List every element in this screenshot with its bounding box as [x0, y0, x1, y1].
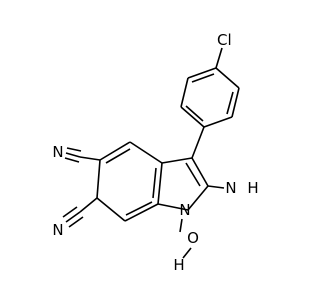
bond [226, 91, 234, 115]
bond [64, 157, 80, 163]
chlorophenyl-ring [180, 67, 240, 128]
bond [180, 106, 205, 128]
bond [96, 159, 101, 199]
bond [96, 197, 126, 222]
bond [180, 77, 189, 108]
bond [191, 157, 209, 187]
bond [182, 247, 192, 259]
bond [161, 157, 193, 164]
bond [185, 162, 201, 187]
amine-hydrogen-label: H [247, 179, 258, 197]
bond [79, 156, 101, 161]
bond [191, 73, 215, 83]
bond [99, 141, 131, 161]
benzo-ring [96, 141, 163, 222]
hydroxyl-hydrogen-label: H [173, 256, 184, 274]
chlorine-label: Cl [217, 31, 232, 49]
bond [62, 206, 78, 218]
bond [207, 185, 225, 189]
bond [124, 203, 159, 222]
bond [185, 105, 204, 122]
hydroxyl-oxygen-label: O [187, 229, 199, 247]
nitrile-nitrogen-bottom-label: N [52, 221, 63, 239]
bond [79, 197, 98, 213]
bond [65, 211, 81, 223]
bond [65, 152, 81, 158]
ring-nitrogen-label: N [179, 201, 190, 219]
bond [125, 201, 153, 216]
nitrile-nitrogen-top-label: N [52, 143, 63, 161]
molecule-diagram: Cl N H N O H N N [52, 31, 258, 274]
bond [105, 148, 131, 164]
bond [215, 67, 240, 89]
bond [187, 185, 209, 211]
bond [179, 218, 183, 233]
bond [231, 87, 240, 118]
bond [152, 167, 157, 199]
bond [191, 126, 205, 159]
bond [187, 67, 217, 79]
bond [129, 141, 163, 164]
bond [215, 47, 223, 69]
bond [157, 162, 163, 205]
bond [157, 203, 189, 211]
amine-nitrogen-label: N [225, 179, 236, 197]
structure-canvas: Cl N H N O H N N [52, 31, 259, 274]
bond [66, 147, 82, 152]
bond [203, 116, 233, 128]
bond [68, 216, 84, 228]
pyrrole-ring [157, 157, 209, 211]
